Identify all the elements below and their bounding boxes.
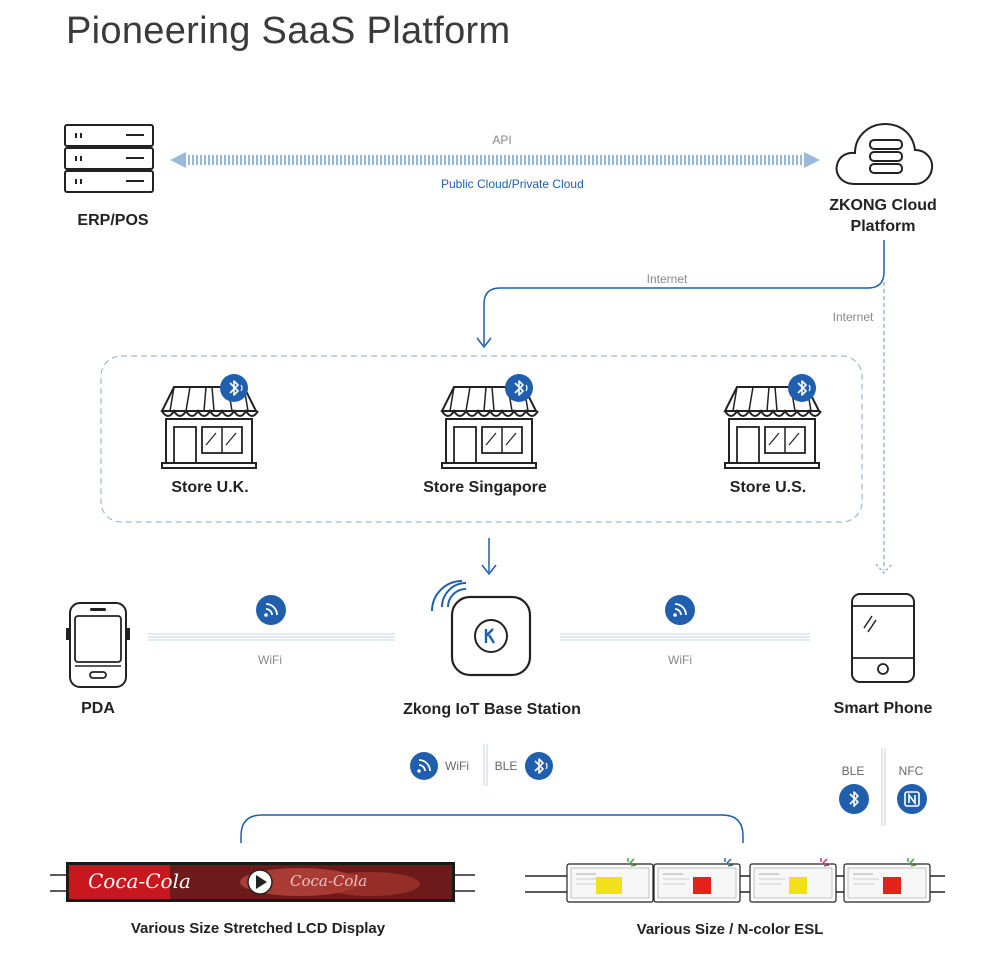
- esl-tag-yellow: [566, 858, 654, 903]
- internet-label-1: Internet: [646, 272, 688, 286]
- wifi-right-label: WiFi: [668, 653, 692, 667]
- esl-tag-red: [843, 858, 931, 903]
- nfc-phone-label: NFC: [898, 764, 924, 778]
- pda-icon: [66, 602, 130, 688]
- cloud-label-line1: ZKONG Cloud: [829, 197, 937, 214]
- cloud-platform-label: ZKONG Cloud Platform: [818, 195, 948, 237]
- internet-label-2: Internet: [832, 310, 874, 324]
- bluetooth-icon: [839, 784, 869, 814]
- bluetooth-icon: [504, 373, 534, 403]
- lcd-brand-text: Coca-Cola: [88, 869, 191, 893]
- wifi-bottom-label: WiFi: [445, 759, 469, 773]
- erp-pos-label: ERP/POS: [77, 212, 149, 229]
- esl-tag-red: [653, 858, 741, 903]
- bluetooth-icon: [524, 751, 554, 781]
- wifi-icon: [665, 595, 695, 625]
- smartphone-icon: [851, 593, 915, 683]
- esl-label: Various Size / N-color ESL: [636, 921, 824, 938]
- cloud-label-line2: Platform: [850, 218, 916, 235]
- smartphone-label: Smart Phone: [833, 700, 933, 717]
- pda-label: PDA: [81, 700, 115, 717]
- server-icon: [64, 124, 154, 193]
- cloud-server-icon: [835, 122, 934, 185]
- cloud-type-label: Public Cloud/Private Cloud: [441, 177, 584, 191]
- ble-phone-label: BLE: [841, 764, 865, 778]
- wifi-left-label: WiFi: [258, 653, 282, 667]
- store-singapore-label: Store Singapore: [423, 479, 547, 496]
- store-us-label: Store U.S.: [729, 479, 807, 496]
- page-title: Pioneering SaaS Platform: [66, 10, 511, 52]
- lcd-display-icon: [50, 862, 475, 902]
- api-connection-arrow: [170, 152, 820, 168]
- bluetooth-icon: [787, 373, 817, 403]
- lcd-brand-text-2: Coca-Cola: [290, 872, 368, 890]
- bluetooth-icon: [219, 373, 249, 403]
- wifi-icon: [410, 752, 438, 780]
- ble-bottom-label: BLE: [494, 759, 518, 773]
- lcd-display-label: Various Size Stretched LCD Display: [130, 920, 386, 937]
- base-station-label: Zkong IoT Base Station: [403, 701, 581, 718]
- wifi-icon: [256, 595, 286, 625]
- nfc-icon: [897, 784, 927, 814]
- base-station-icon: [431, 580, 532, 677]
- esl-tag-yellow: [749, 858, 837, 903]
- api-label: API: [492, 133, 512, 147]
- store-uk-label: Store U.K.: [171, 479, 249, 496]
